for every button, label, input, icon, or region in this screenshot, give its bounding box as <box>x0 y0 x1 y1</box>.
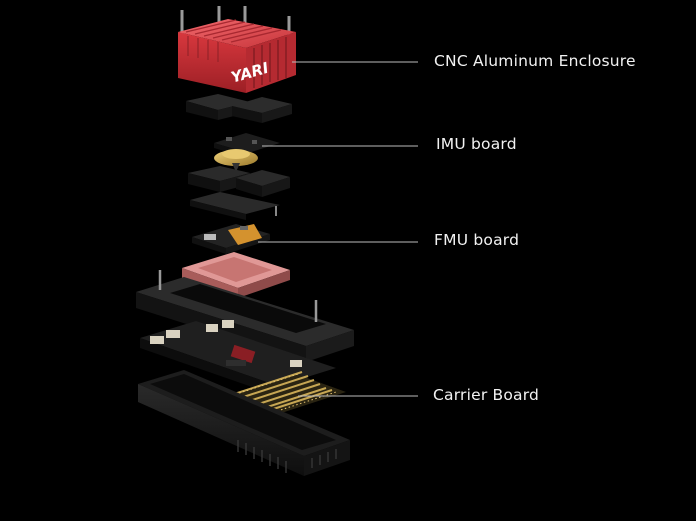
callout-label-imu: IMU board <box>436 135 517 153</box>
callout-label-carrier: Carrier Board <box>433 386 540 404</box>
damping-pads-middle <box>188 166 290 220</box>
callout-leader-lines <box>258 61 418 397</box>
carrier-pcb <box>140 320 336 396</box>
damping-pads-upper <box>186 94 292 123</box>
enclosure-right-face <box>246 32 296 93</box>
enclosure-left-face <box>178 32 246 93</box>
callout-label-fmu: FMU board <box>434 231 520 249</box>
carrier-red-chip <box>230 344 256 364</box>
bottom-tray <box>138 370 350 476</box>
fmu-board <box>192 224 270 254</box>
aluminum-enclosure: YARI <box>178 6 296 93</box>
callout-label-enclosure: CNC Aluminum Enclosure <box>434 52 636 70</box>
imu-board <box>214 133 280 172</box>
fmu-pink-plate <box>182 252 290 298</box>
fmu-flex-cable <box>228 224 262 245</box>
